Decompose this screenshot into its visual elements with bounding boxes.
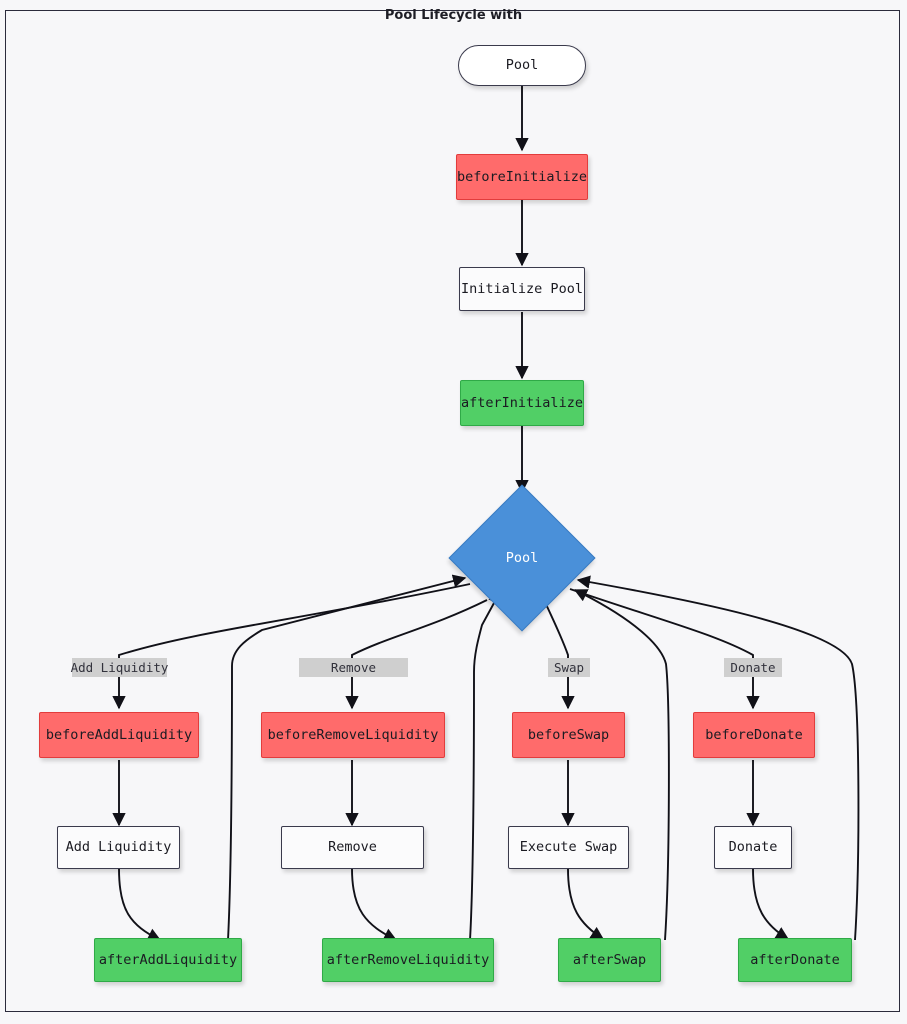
node-execute-swap-label: Execute Swap: [519, 839, 618, 856]
node-initialize-pool-label: Initialize Pool: [461, 280, 583, 297]
node-execute-swap[interactable]: Execute Swap: [508, 826, 629, 869]
node-after-initialize[interactable]: afterInitialize: [460, 380, 584, 426]
node-before-remove-liquidity-label: beforeRemoveLiquidity: [267, 726, 439, 743]
edge-label-add-liquidity-text: Add Liquidity: [70, 660, 169, 675]
node-before-donate[interactable]: beforeDonate: [693, 712, 815, 758]
node-before-donate-label: beforeDonate: [705, 726, 803, 743]
node-pool-decision-label: Pool: [505, 549, 539, 566]
node-donate[interactable]: Donate: [714, 826, 792, 869]
node-before-add-liquidity[interactable]: beforeAddLiquidity: [39, 712, 199, 758]
edge-label-swap: Swap: [548, 658, 590, 677]
node-before-initialize-label: beforeInitialize: [456, 168, 588, 185]
node-donate-label: Donate: [728, 839, 778, 856]
node-after-swap[interactable]: afterSwap: [558, 938, 661, 982]
node-before-remove-liquidity[interactable]: beforeRemoveLiquidity: [261, 712, 445, 758]
node-before-initialize[interactable]: beforeInitialize: [456, 154, 588, 200]
node-after-initialize-label: afterInitialize: [461, 394, 583, 411]
node-start-pool[interactable]: Pool: [458, 45, 586, 86]
node-before-swap[interactable]: beforeSwap: [512, 712, 625, 758]
diagram-title: Pool Lifecycle with: [384, 8, 523, 23]
node-after-add-liquidity-label: afterAddLiquidity: [98, 951, 238, 968]
edge-label-donate: Donate: [724, 658, 782, 677]
node-after-donate-label: afterDonate: [750, 951, 840, 968]
node-after-swap-label: afterSwap: [572, 951, 647, 968]
node-after-remove-liquidity[interactable]: afterRemoveLiquidity: [322, 938, 494, 982]
node-start-pool-label: Pool: [505, 57, 539, 74]
node-before-swap-label: beforeSwap: [527, 726, 610, 743]
node-after-add-liquidity[interactable]: afterAddLiquidity: [94, 938, 242, 982]
edge-label-swap-text: Swap: [553, 660, 585, 675]
node-initialize-pool[interactable]: Initialize Pool: [459, 267, 585, 311]
edge-label-remove: Remove: [299, 658, 408, 677]
node-remove[interactable]: Remove: [281, 826, 424, 869]
node-before-add-liquidity-label: beforeAddLiquidity: [45, 726, 193, 743]
edge-label-donate-text: Donate: [730, 660, 776, 675]
edge-label-add-liquidity: Add Liquidity: [70, 658, 169, 677]
node-pool-decision[interactable]: Pool: [448, 484, 596, 632]
node-remove-label: Remove: [328, 839, 377, 856]
node-after-remove-liquidity-label: afterRemoveLiquidity: [326, 951, 490, 968]
node-add-liquidity[interactable]: Add Liquidity: [57, 826, 180, 869]
edge-label-remove-text: Remove: [330, 660, 377, 675]
node-add-liquidity-label: Add Liquidity: [65, 839, 172, 856]
node-after-donate[interactable]: afterDonate: [738, 938, 852, 982]
